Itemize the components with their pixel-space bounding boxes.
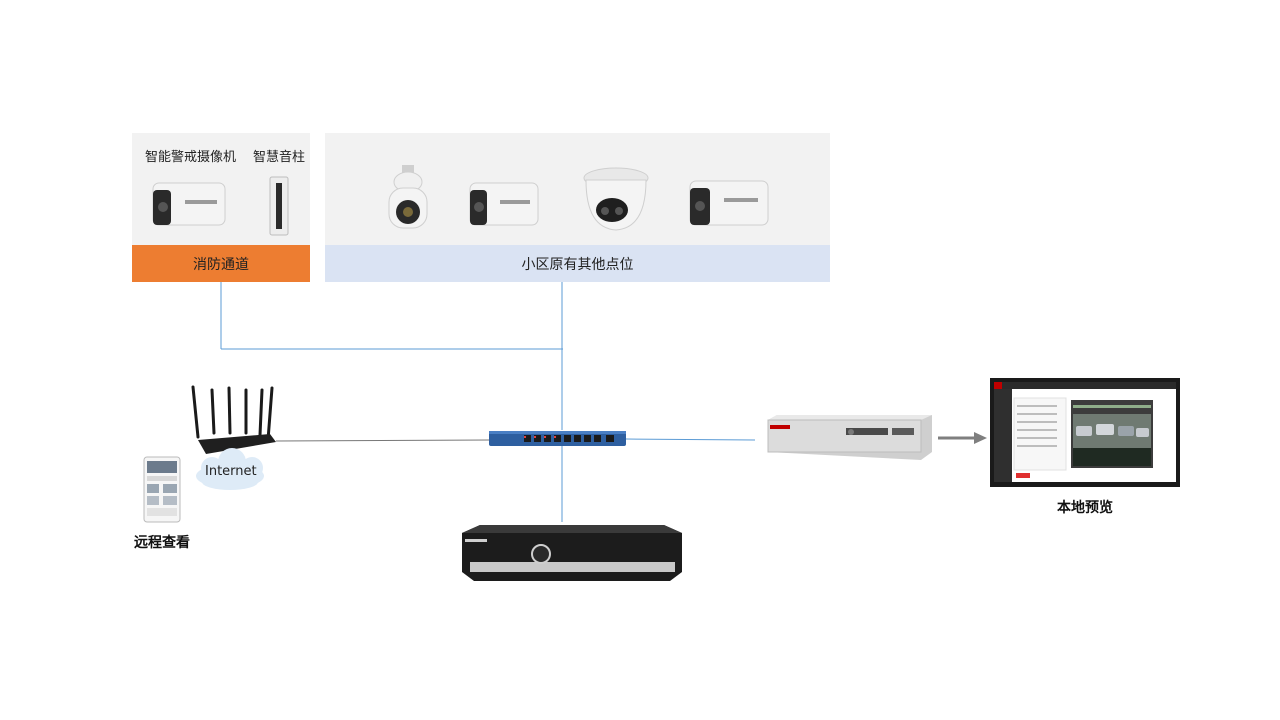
smart-camera-label: 智能警戒摄像机	[145, 150, 237, 165]
cloud-label: Internet	[205, 464, 257, 479]
local-preview-label: 本地预览	[1057, 500, 1113, 516]
decoder-device-icon	[767, 415, 932, 460]
turret-camera-icon	[583, 167, 649, 231]
smart-speaker-label: 智慧音柱	[253, 150, 306, 165]
nvr-recorder-icon	[462, 525, 682, 581]
wireless-router-icon	[191, 385, 274, 442]
bullet-camera-icon	[469, 182, 539, 226]
remote-view-label: 远程查看	[134, 535, 190, 551]
mobile-phone-icon	[143, 456, 181, 523]
arrow-right-icon	[938, 432, 987, 444]
speed-dome-camera-icon	[388, 165, 428, 229]
connection-lines	[220, 282, 756, 522]
fire-passage-band: 消防通道	[132, 245, 310, 282]
speaker-column-icon	[269, 176, 289, 236]
router-body-icon	[198, 434, 276, 454]
switch-to-decoder-line	[625, 438, 756, 441]
router-to-switch-line	[275, 439, 491, 442]
community-band: 小区原有其他点位	[325, 245, 830, 282]
network-switch-icon	[489, 431, 626, 446]
smart-alert-camera-icon	[152, 182, 226, 226]
cloud-icon	[196, 448, 264, 490]
bullet-camera-2-icon	[689, 180, 769, 226]
monitor-display-icon	[990, 378, 1180, 487]
